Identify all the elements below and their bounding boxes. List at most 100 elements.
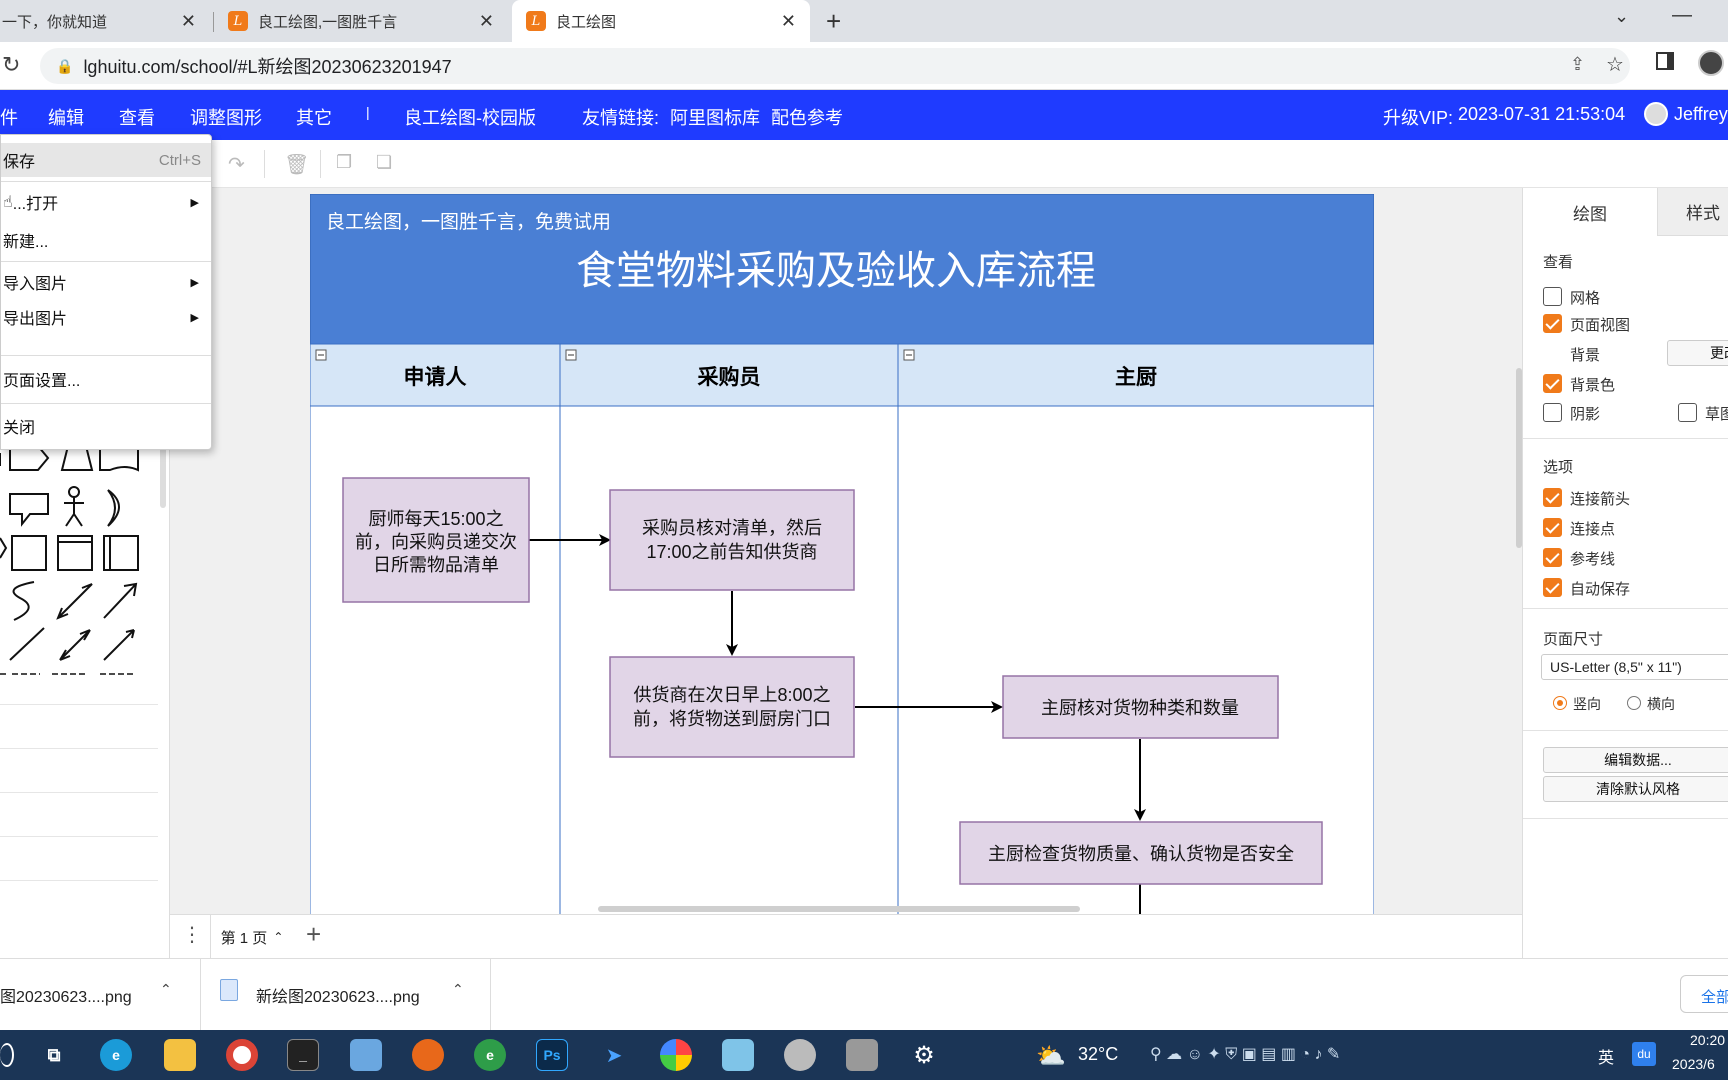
node-chef-check-quality[interactable]: [959, 821, 1323, 885]
node-chef-verify-quantity[interactable]: [1002, 675, 1279, 739]
drawing-canvas[interactable]: 良工绘图，一图胜千言，免费试用 食堂物料采购及验收入库流程 申请人 采购员 主厨…: [170, 188, 1522, 914]
lane-title-applicant[interactable]: 申请人: [404, 365, 467, 389]
lane-header-chef[interactable]: [897, 343, 1374, 407]
change-background-button[interactable]: 更改: [1667, 340, 1728, 366]
browser-tab-lghuitu-home[interactable]: L 良工绘图,一图胜千言 ✕: [218, 0, 508, 42]
menu-other[interactable]: 其它: [296, 108, 332, 128]
shadow-checkbox[interactable]: [1543, 403, 1562, 422]
close-icon[interactable]: ✕: [180, 10, 196, 31]
link-color-reference[interactable]: 配色参考: [771, 108, 843, 128]
lane-title-chef[interactable]: 主厨: [1115, 366, 1157, 389]
tab-search-chevron-icon[interactable]: ⌄: [1614, 6, 1630, 26]
landscape-radio[interactable]: [1627, 696, 1641, 710]
page-view-checkbox[interactable]: [1543, 314, 1562, 333]
sidebar-panel-icon[interactable]: [1656, 52, 1674, 70]
link-aliicon[interactable]: 阿里图标库: [670, 108, 760, 128]
tab-style[interactable]: 样式: [1657, 188, 1728, 236]
browser-tab-baidu[interactable]: 一下，你就知道 ✕: [0, 0, 210, 42]
chrome-icon[interactable]: [226, 1039, 258, 1071]
search-icon[interactable]: [0, 1043, 14, 1067]
shape-swimlane[interactable]: [103, 535, 139, 571]
shape-square[interactable]: [11, 535, 47, 571]
menu-arrange[interactable]: 调整图形: [190, 108, 262, 128]
clear-default-style-button[interactable]: 清除默认风格: [1543, 776, 1728, 802]
menu-item-open[interactable]: ☝ ...打开 ▶: [1, 185, 211, 219]
connect-points-checkbox[interactable]: [1543, 518, 1562, 537]
tab-draw[interactable]: 绘图: [1523, 188, 1657, 236]
shape-curve[interactable]: [12, 581, 35, 621]
page-size-select[interactable]: US-Letter (8,5" x 11"): [1541, 654, 1728, 680]
edition-label[interactable]: 良工绘图-校园版: [404, 108, 536, 128]
tools-app-icon[interactable]: [846, 1039, 878, 1071]
settings-gear-icon[interactable]: ⚙: [913, 1041, 935, 1069]
menu-item-close[interactable]: 关闭: [1, 409, 211, 443]
menu-item-page-setup[interactable]: 页面设置...: [1, 362, 211, 396]
portrait-radio[interactable]: [1553, 696, 1567, 710]
browser-tab-lghuitu-editor[interactable]: L 良工绘图 ✕: [512, 0, 810, 42]
page-menu-kebab-icon[interactable]: ⋮: [182, 924, 202, 946]
edge-icon[interactable]: e: [100, 1039, 132, 1071]
canvas-vertical-scrollbar[interactable]: [1516, 368, 1522, 548]
download-item-2[interactable]: 新绘图20230623....png: [256, 989, 420, 1006]
ime-indicator[interactable]: 英: [1598, 1050, 1615, 1067]
clock-date[interactable]: 2023/6: [1672, 1056, 1715, 1072]
browser-360-icon[interactable]: e: [474, 1039, 506, 1071]
show-all-downloads-button[interactable]: 全部: [1680, 975, 1728, 1013]
minimize-window-icon[interactable]: —: [1672, 4, 1692, 26]
download-item-1[interactable]: 图20230623....png: [0, 989, 132, 1006]
shape-line[interactable]: [9, 627, 45, 661]
new-tab-plus-icon[interactable]: +: [826, 6, 842, 36]
canvas-horizontal-scrollbar[interactable]: [598, 906, 1080, 912]
diagram-title[interactable]: 食堂物料采购及验收入库流程: [576, 249, 1096, 293]
to-front-icon[interactable]: ❐: [336, 152, 353, 172]
connect-arrows-checkbox[interactable]: [1543, 488, 1562, 507]
chevron-up-icon[interactable]: ⌃: [160, 981, 172, 997]
lane-header-applicant[interactable]: [310, 343, 561, 407]
guides-checkbox[interactable]: [1543, 548, 1562, 567]
task-view-icon[interactable]: ⧉: [47, 1044, 61, 1065]
menu-item-import-image[interactable]: 导入图片 ▶: [1, 265, 211, 299]
shape-or[interactable]: [107, 489, 120, 527]
redo-icon[interactable]: ↷: [228, 154, 245, 176]
shape-bidirectional-arrow[interactable]: [56, 583, 93, 620]
delete-trash-icon[interactable]: 🗑: [284, 154, 310, 176]
shape-actor-body[interactable]: [64, 497, 84, 527]
add-page-plus-icon[interactable]: +: [306, 919, 322, 949]
feishu-icon[interactable]: ➤: [605, 1044, 623, 1067]
lane-header-buyer[interactable]: [559, 343, 899, 407]
menu-view[interactable]: 查看: [119, 108, 155, 128]
to-back-icon[interactable]: ❏: [376, 152, 393, 172]
profile-avatar[interactable]: [1698, 50, 1724, 76]
menu-item-save[interactable]: 保存 Ctrl+S: [1, 143, 211, 177]
page-tab-1[interactable]: 第 1 页⌃: [214, 915, 290, 959]
weather-temperature[interactable]: 32°C: [1078, 1044, 1119, 1064]
node-check-list[interactable]: [609, 489, 855, 591]
notepad-icon[interactable]: [350, 1039, 382, 1071]
color-app-icon[interactable]: [660, 1039, 692, 1071]
edit-data-button[interactable]: 编辑数据...: [1543, 747, 1728, 773]
clock-time[interactable]: 20:20: [1690, 1032, 1726, 1048]
shape-directional-line[interactable]: [103, 629, 135, 661]
shape-callout[interactable]: [9, 493, 49, 527]
media-app-icon[interactable]: [784, 1039, 816, 1071]
node-supplier-delivery[interactable]: [609, 656, 855, 758]
autosave-checkbox[interactable]: [1543, 578, 1562, 597]
grid-checkbox[interactable]: [1543, 287, 1562, 306]
menu-item-new[interactable]: 新建...: [1, 223, 211, 257]
url-field[interactable]: 🔒 lghuitu.com/school/#L新绘图20230623201947…: [40, 48, 1630, 84]
tray-icons[interactable]: ⚲ ☁ ☺ ✦ ⛨ ▣ ▤ ▥ ◔ ♪ ✎: [1150, 1046, 1341, 1063]
vip-label[interactable]: 升级VIP:: [1383, 108, 1454, 128]
close-icon[interactable]: ✕: [780, 10, 796, 31]
shape-actor[interactable]: [68, 486, 80, 498]
menu-file[interactable]: 件: [0, 108, 18, 128]
close-icon[interactable]: ✕: [478, 10, 494, 31]
firefox-icon[interactable]: [412, 1039, 444, 1071]
star-bookmark-icon[interactable]: ☆: [1606, 54, 1624, 76]
editor-app-icon[interactable]: [722, 1039, 754, 1071]
chevron-up-icon[interactable]: ⌃: [273, 930, 284, 944]
photoshop-icon[interactable]: Ps: [536, 1039, 568, 1071]
terminal-icon[interactable]: _: [287, 1039, 319, 1071]
user-name[interactable]: Jeffrey: [1674, 104, 1728, 124]
baidu-ime-icon[interactable]: du: [1632, 1042, 1656, 1066]
shape-arrow[interactable]: [103, 582, 138, 619]
